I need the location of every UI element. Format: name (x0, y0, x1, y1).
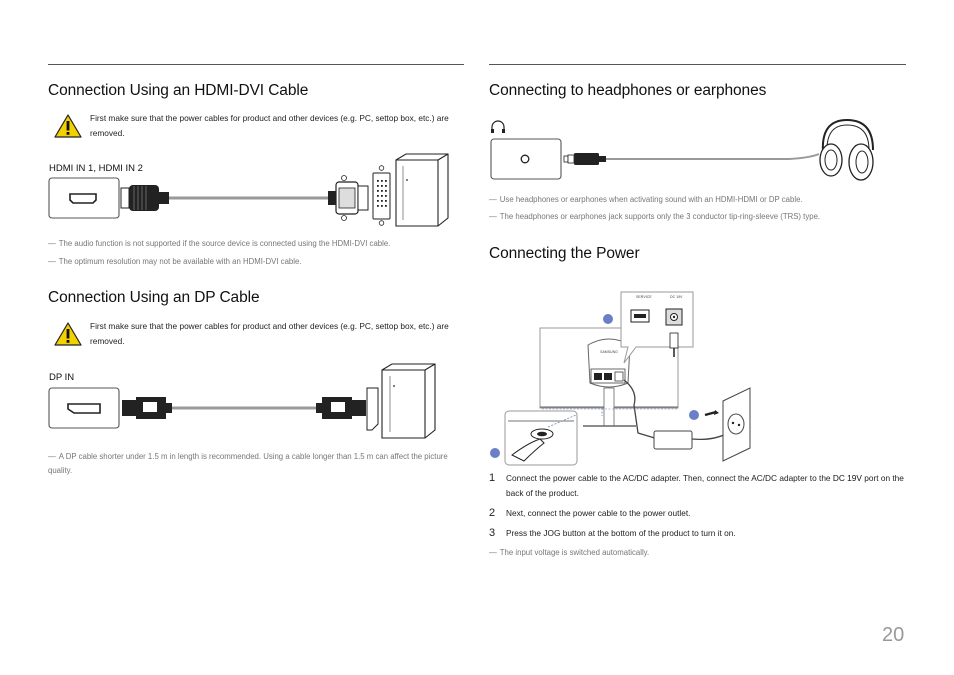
note-dash: ― (48, 239, 56, 248)
hdmi-port-label: HDMI IN 1, HDMI IN 2 (49, 163, 143, 174)
step-1-text: Connect the power cable to the AC/DC ada… (506, 471, 906, 501)
note-dash: ― (489, 548, 497, 557)
step-3-marker (490, 448, 500, 458)
dp-note-1: ―A DP cable shorter under 1.5 m in lengt… (48, 450, 458, 478)
dp-note-1-text: A DP cable shorter under 1.5 m in length… (48, 452, 448, 475)
hdmi-dvi-note-2-text: The optimum resolution may not be availa… (58, 257, 302, 266)
headphones-note-2-text: The headphones or earphones jack support… (499, 212, 821, 221)
dc-port-label: DC 19V (670, 295, 683, 299)
headphones-note-1: ―Use headphones or earphones when activa… (489, 193, 906, 207)
power-section-title: Connecting the Power (489, 245, 640, 262)
headphones-note-1-text: Use headphones or earphones when activat… (499, 195, 803, 204)
hdmi-dvi-note-1-text: The audio function is not supported if t… (58, 239, 391, 248)
dp-section-title: Connection Using an DP Cable (48, 289, 260, 306)
warning-icon (54, 322, 82, 346)
warning-icon (54, 114, 82, 138)
hdmi-dvi-warning-text: First make sure that the power cables fo… (90, 113, 449, 138)
note-dash: ― (489, 212, 497, 221)
step-2-marker (689, 410, 699, 420)
power-note-1-text: The input voltage is switched automatica… (499, 548, 650, 557)
hdmi-dvi-section-title: Connection Using an HDMI-DVI Cable (48, 82, 309, 99)
step-1-number: 1 (489, 472, 496, 484)
power-connection-illustration: SAMSUNG SERVICE DC 19V (490, 291, 751, 466)
top-rule-right (489, 64, 906, 65)
hdmi-dvi-note-1: ―The audio function is not supported if … (48, 237, 464, 251)
step-3-number: 3 (489, 527, 496, 539)
step-1-text-a: Connect the power cable to the AC/DC ada… (506, 473, 833, 483)
dp-port-label: DP IN (49, 372, 75, 383)
hdmi-dvi-cable-illustration (48, 153, 449, 227)
headphones-illustration (490, 118, 874, 181)
power-note-1: ―The input voltage is switched automatic… (489, 546, 906, 560)
top-rule-left (48, 64, 464, 65)
page-number: 20 (882, 624, 905, 646)
dp-cable-illustration (48, 363, 436, 439)
headphones-section-title: Connecting to headphones or earphones (489, 82, 767, 99)
step-2-text: Next, connect the power cable to the pow… (506, 508, 691, 518)
svg-text:SAMSUNG: SAMSUNG (600, 350, 618, 354)
note-dash: ― (489, 195, 497, 204)
step-1-text-b: port on the back of the product. (506, 473, 904, 498)
note-dash: ― (48, 257, 56, 266)
service-port-label: SERVICE (636, 295, 652, 299)
step-1-highlight: DC 19V (832, 473, 862, 483)
headphones-note-2: ―The headphones or earphones jack suppor… (489, 210, 906, 224)
step-3-text: Press the JOG button at the bottom of th… (506, 528, 736, 538)
note-dash: ― (48, 452, 56, 461)
step-1-marker (603, 314, 613, 324)
dp-warning-text: First make sure that the power cables fo… (90, 321, 449, 346)
hdmi-dvi-note-2: ―The optimum resolution may not be avail… (48, 255, 464, 269)
step-2-number: 2 (489, 507, 496, 519)
